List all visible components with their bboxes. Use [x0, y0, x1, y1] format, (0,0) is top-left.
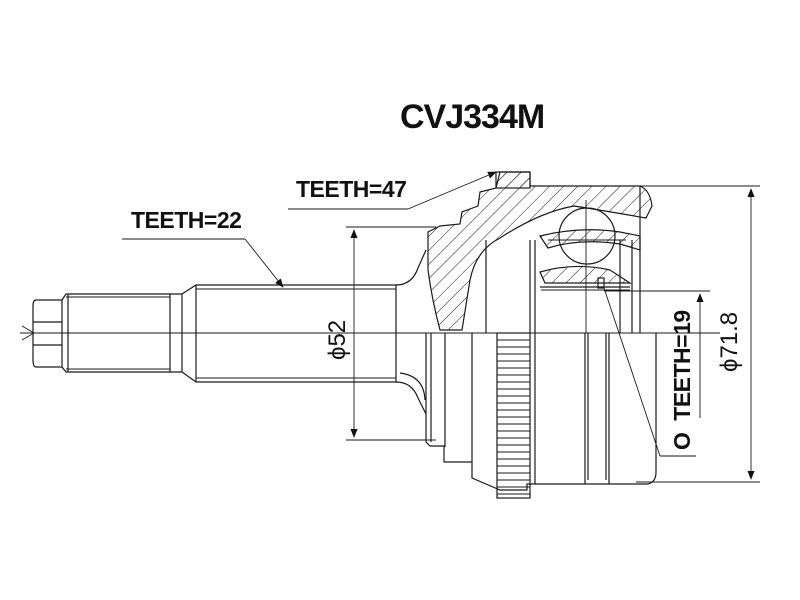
shaft-body: [170, 249, 427, 415]
callout-teeth-22: TEETH=22: [122, 207, 284, 288]
teeth-19-text: TEETH=19: [669, 310, 695, 420]
teeth-47-label: TEETH=47: [296, 176, 406, 202]
part-number-title: CVJ334M: [400, 98, 544, 136]
shaft-tip: [32, 293, 171, 373]
callout-teeth-19: O TEETH=19: [603, 287, 696, 457]
teeth-19-label: O TEETH=19: [669, 310, 695, 450]
dimension-phi71-8: ϕ71.8: [604, 185, 760, 483]
housing-lower: [399, 333, 657, 491]
phi71-8-label: ϕ71.8: [716, 312, 743, 372]
phi52-label: ϕ52: [324, 320, 351, 360]
teeth-22-label: TEETH=22: [131, 207, 241, 233]
dimension-phi52: ϕ52: [324, 226, 436, 441]
callout-teeth-47: TEETH=47: [288, 171, 497, 210]
center-arrow-icon: [21, 325, 35, 341]
housing-section: [427, 171, 653, 333]
abs-ring: [496, 332, 531, 499]
inner-race-symbol: O: [669, 433, 695, 450]
